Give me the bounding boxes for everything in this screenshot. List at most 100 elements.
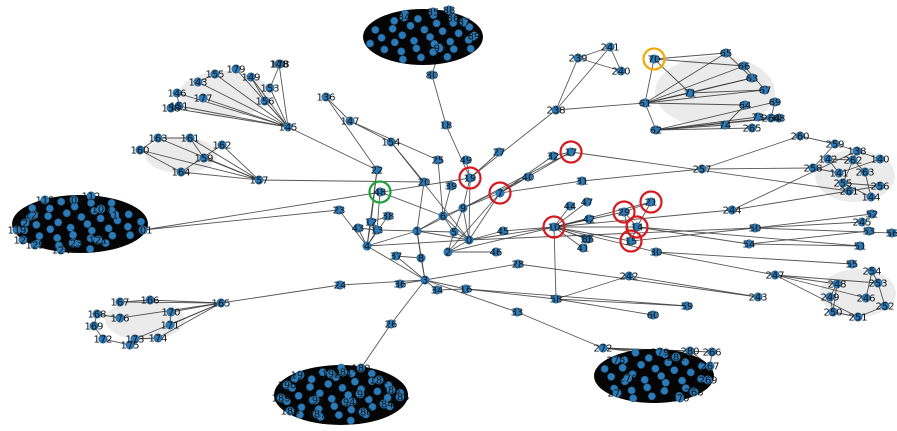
node-280 xyxy=(685,346,695,356)
node-0 xyxy=(464,235,474,245)
node-label-68: 68 xyxy=(773,114,786,125)
highlight-rings xyxy=(368,47,666,253)
node-label-144: 144 xyxy=(861,193,880,204)
graph-edge xyxy=(287,126,378,171)
node-161 xyxy=(185,133,195,143)
node-88 xyxy=(444,5,454,15)
node-label-44: 44 xyxy=(564,202,577,213)
graph-edge xyxy=(644,58,655,104)
node-label-270: 270 xyxy=(670,394,689,405)
node-label-140: 140 xyxy=(870,155,889,166)
node-label-141: 141 xyxy=(829,169,848,180)
graph-edge xyxy=(865,270,873,299)
node-label-67: 67 xyxy=(759,86,772,97)
node-label-53: 53 xyxy=(863,227,876,238)
graph-edge xyxy=(644,89,766,104)
cluster-node xyxy=(297,403,306,412)
node-label-32: 32 xyxy=(547,152,560,163)
node-label-190: 190 xyxy=(277,381,296,392)
node-label-23: 23 xyxy=(333,206,346,217)
node-label-61: 61 xyxy=(639,99,652,110)
node-label-54: 54 xyxy=(743,240,756,251)
cluster-node xyxy=(32,220,41,229)
cluster-node xyxy=(397,47,406,56)
node-label-269: 269 xyxy=(698,376,717,387)
node-label-56: 56 xyxy=(886,229,897,240)
node-label-174: 174 xyxy=(148,334,167,345)
graph-edge xyxy=(269,87,289,128)
graph-edge xyxy=(376,229,418,232)
node-13 xyxy=(372,225,382,235)
node-262 xyxy=(848,155,858,165)
node-119 xyxy=(12,225,22,235)
cluster-node xyxy=(296,410,304,419)
node-147 xyxy=(345,116,355,126)
node-label-115: 115 xyxy=(35,196,54,207)
node-22 xyxy=(372,165,382,175)
node-190 xyxy=(282,380,292,390)
highlight-ring-red xyxy=(639,190,663,214)
node-29 xyxy=(619,207,629,217)
cluster-node xyxy=(126,231,135,240)
graph-edge xyxy=(139,149,182,173)
node-121 xyxy=(93,235,103,245)
node-label-0: 0 xyxy=(466,236,472,247)
node-label-179: 179 xyxy=(226,65,245,76)
node-47 xyxy=(582,197,592,207)
node-label-261: 261 xyxy=(839,187,858,198)
node-label-239: 239 xyxy=(568,54,587,65)
graph-edge xyxy=(636,201,652,228)
node-label-277: 277 xyxy=(607,389,626,400)
node-label-151: 151 xyxy=(169,102,188,113)
node-label-119: 119 xyxy=(7,226,26,237)
cluster-node xyxy=(88,226,96,235)
graph-edge xyxy=(462,207,470,241)
node-label-85: 85 xyxy=(427,8,440,19)
node-4 xyxy=(362,241,372,251)
node-155 xyxy=(210,69,220,79)
node-89 xyxy=(469,31,479,41)
node-55 xyxy=(847,259,857,269)
cluster-node xyxy=(681,384,690,392)
node-180 xyxy=(356,363,366,373)
node-176 xyxy=(115,313,125,323)
node-label-11: 11 xyxy=(580,235,593,246)
node-192 xyxy=(326,369,336,379)
node-label-149: 149 xyxy=(241,73,260,84)
node-188 xyxy=(285,406,295,416)
node-label-71: 71 xyxy=(684,89,697,100)
graph-edge xyxy=(157,137,260,181)
node-label-276: 276 xyxy=(618,374,637,385)
cluster-node xyxy=(429,48,437,56)
node-59 xyxy=(682,301,692,311)
node-label-263: 263 xyxy=(855,168,874,179)
cluster-node xyxy=(430,40,439,48)
cluster-node xyxy=(686,368,695,377)
node-35 xyxy=(583,234,593,244)
node-74 xyxy=(720,120,730,130)
graph-edge xyxy=(555,298,688,307)
node-250 xyxy=(828,307,838,317)
highlight-ring-red xyxy=(625,215,649,239)
node-label-238: 238 xyxy=(546,106,565,117)
node-label-80: 80 xyxy=(426,71,439,82)
node-label-91: 91 xyxy=(434,44,447,55)
node-label-45: 45 xyxy=(497,227,510,238)
node-label-31: 31 xyxy=(576,177,589,188)
node-label-146: 146 xyxy=(167,89,186,100)
graph-edge xyxy=(278,63,289,128)
highlight-ring-red xyxy=(559,140,583,164)
node-120 xyxy=(29,210,39,220)
graph-edge xyxy=(553,226,557,300)
node-6 xyxy=(438,211,448,221)
node-label-101: 101 xyxy=(133,226,152,237)
node-12 xyxy=(366,217,376,227)
node-label-242: 242 xyxy=(619,272,638,283)
node-label-157: 157 xyxy=(249,176,268,187)
node-39 xyxy=(446,181,456,191)
graph-edge xyxy=(630,227,756,242)
node-254 xyxy=(867,266,877,276)
graph-edge xyxy=(462,176,529,209)
node-label-10: 10 xyxy=(548,223,561,234)
